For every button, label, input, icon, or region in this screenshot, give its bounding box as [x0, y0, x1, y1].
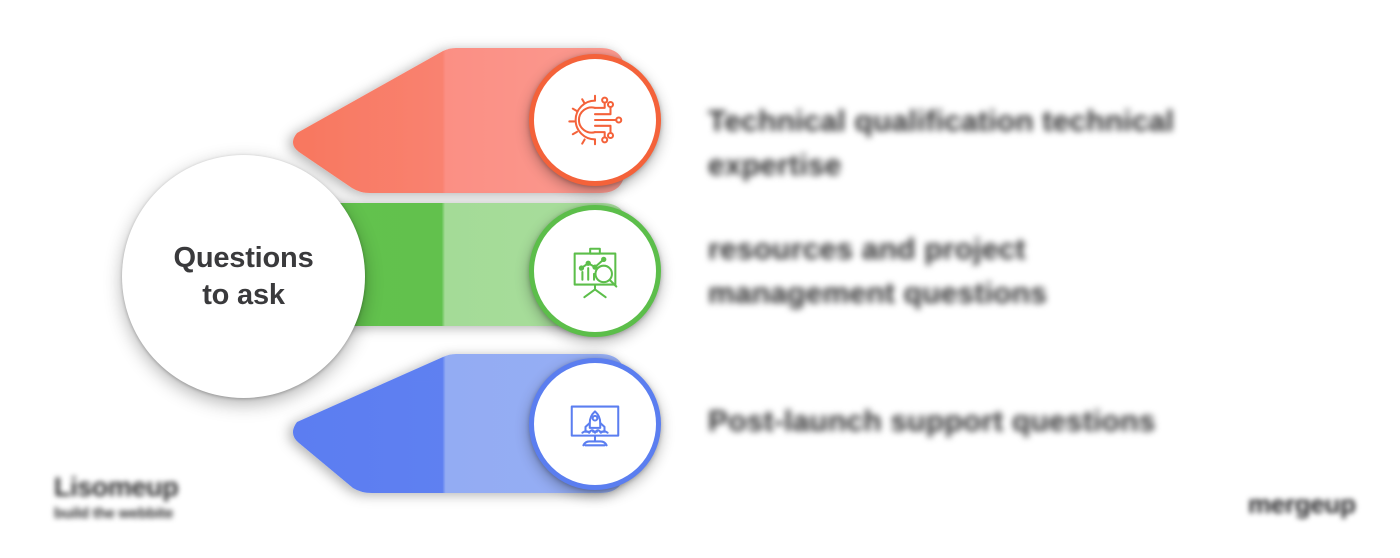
icon-bubble-launch[interactable] [529, 358, 661, 490]
caption-row-ai: Technical qualification technical expert… [708, 105, 1175, 183]
center-hub-label: Questions to ask [174, 240, 314, 313]
center-hub-circle: Questions to ask [122, 155, 365, 398]
icon-bubble-ai[interactable] [529, 54, 661, 186]
footer-logo-left-name: Lisomeup [54, 472, 179, 502]
gear-circuit-icon [564, 89, 626, 151]
caption-row-launch: Post-launch support questions [708, 405, 1156, 438]
monitor-rocket-icon [564, 393, 626, 455]
center-hub-label-line2: to ask [202, 278, 285, 311]
presentation-chart-search-icon [564, 240, 626, 302]
center-hub-label-line1: Questions [173, 241, 314, 274]
footer-logo-right: mergeup [1248, 489, 1356, 519]
icon-bubble-process[interactable] [529, 205, 661, 337]
footer-logo-left-tagline: build the webbite [54, 505, 174, 522]
caption-row-process: resources and project management questio… [708, 233, 1048, 311]
footer-logo-left: Lisomeup build the webbite [54, 472, 179, 523]
